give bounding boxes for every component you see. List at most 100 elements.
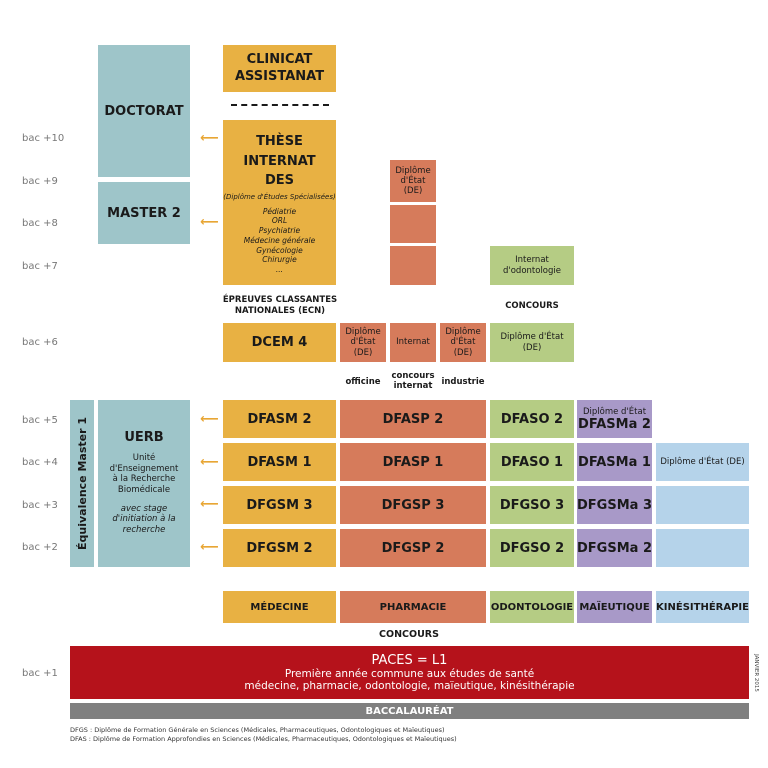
des-line: DES (264, 173, 295, 188)
paces-line2: médecine, pharmacie, odontologie, maïeut… (244, 680, 575, 692)
specialite-item: ORL (271, 216, 288, 226)
arrow-left-icon: ⟵ (200, 455, 219, 470)
kine-de-box: Diplôme d'État (DE) (656, 443, 749, 481)
dfasm2-label: DFASM 2 (247, 411, 312, 427)
dfgsm2-label: DFGSM 2 (246, 540, 313, 556)
dfasma2-label: DFASMa 2 (578, 416, 651, 432)
filiere-medecine-label: MÉDECINE (250, 601, 309, 613)
filiere-maieutique: MAÏEUTIQUE (577, 591, 652, 623)
dfgsm2-box: DFGSM 2 (223, 529, 336, 567)
dfgsp2-label: DFGSP 2 (381, 540, 445, 556)
dfgso2-label: DFGSO 2 (499, 540, 565, 556)
kine-year-block (656, 529, 749, 567)
bac-label-4: bac +4 (22, 457, 58, 468)
equivalence-master1-box: Équivalence Master 1 (70, 400, 94, 567)
baccalaureat-bar: BACCALAURÉAT (70, 703, 749, 719)
pharma-de-top-box: Diplôme d'État (DE) (390, 160, 436, 202)
paces-title: PACES = L1 (371, 653, 448, 668)
pharma-internat-block (390, 205, 436, 243)
pharma-internat-block (390, 246, 436, 285)
arrow-left-icon: ⟵ (200, 215, 219, 230)
specialite-item: Médecine générale (243, 235, 316, 245)
footnote-dfgs: DFGS : Diplôme de Formation Générale en … (70, 726, 445, 734)
specialites-list: Pédiatrie ORL Psychiatrie Médecine génér… (244, 207, 316, 275)
paces-box: PACES = L1 Première année commune aux ét… (70, 646, 749, 699)
filiere-maieutique-label: MAÏEUTIQUE (579, 601, 650, 613)
concours-internat-label: concours internat (391, 371, 435, 392)
bac-label-1: bac +1 (22, 668, 58, 679)
these-box: THÈSE INTERNAT DES (Diplôme d'Études Spé… (223, 120, 336, 285)
industrie-de-box: Diplôme d'État (DE) (440, 323, 486, 362)
odonto-de-label: Diplôme d'État (DE) (500, 332, 564, 353)
dfgsm3-box: DFGSM 3 (223, 486, 336, 524)
internat-odonto-label: Internat d'odontologie (503, 255, 561, 276)
arrow-left-icon: ⟵ (200, 412, 219, 427)
ecn-label: ÉPREUVES CLASSANTES NATIONALES (ECN) (222, 295, 338, 317)
industrie-label: industrie (441, 377, 485, 387)
dfaso1-box: DFASO 1 (490, 443, 574, 481)
bac-label-2: bac +2 (22, 542, 58, 553)
dfasp2-box: DFASP 2 (340, 400, 486, 438)
officine-de-label: Diplôme d'État (DE) (345, 327, 381, 358)
dfgso3-label: DFGSO 3 (499, 497, 565, 513)
industrie-de-label: Diplôme d'État (DE) (445, 327, 481, 358)
specialite-item: Gynécologie (256, 245, 303, 255)
dfaso2-label: DFASO 2 (500, 411, 564, 427)
dfasma1-label: DFASMa 1 (578, 454, 651, 470)
filiere-kinesitherapie-label: KINÉSITHÉRAPIE (656, 601, 749, 613)
dfgsma3-box: DFGSMa 3 (577, 486, 652, 524)
footnote-dfas: DFAS : Diplôme de Formation Approfondies… (70, 735, 457, 744)
equivalence-master1-label: Équivalence Master 1 (75, 417, 89, 550)
uerb-box: UERB Unité d'Enseignement à la Recherche… (98, 400, 190, 567)
uerb-description: Unité d'Enseignement à la Recherche Biom… (109, 453, 179, 495)
internat-box: Internat (390, 323, 436, 362)
clinicat-label: CLINICAT ASSISTANAT (234, 52, 325, 84)
specialite-item: Psychiatrie (258, 226, 301, 235)
uerb-title: UERB (124, 430, 164, 445)
specialite-item: ... (275, 265, 284, 274)
dfasm1-box: DFASM 1 (223, 443, 336, 481)
officine-de-box: Diplôme d'État (DE) (340, 323, 386, 362)
dcem4-box: DCEM 4 (223, 323, 336, 362)
clinicat-box: CLINICAT ASSISTANAT (223, 45, 336, 92)
dfgsma2-label: DFGSMa 2 (577, 540, 652, 556)
internat-line: INTERNAT (243, 153, 316, 169)
kine-de-label: Diplôme d'État (DE) (660, 457, 745, 467)
dfgso3-box: DFGSO 3 (490, 486, 574, 524)
dfasm2-box: DFASM 2 (223, 400, 336, 438)
filiere-odontologie-label: ODONTOLOGIE (490, 601, 574, 613)
dfgsma2-box: DFGSMa 2 (577, 529, 652, 567)
filiere-pharmacie-label: PHARMACIE (379, 601, 447, 613)
arrow-left-icon: ⟵ (200, 131, 219, 146)
odonto-de-box: Diplôme d'État (DE) (490, 323, 574, 362)
filiere-medecine: MÉDECINE (223, 591, 336, 623)
dfasm1-label: DFASM 1 (247, 454, 312, 470)
these-title: THÈSE INTERNAT DES (243, 132, 315, 191)
internat-odonto-box: Internat d'odontologie (490, 246, 574, 285)
master2-label: MASTER 2 (107, 205, 181, 221)
kine-year-block (656, 486, 749, 524)
dfgsm3-label: DFGSM 3 (246, 497, 313, 513)
baccalaureat-label: BACCALAURÉAT (365, 705, 454, 717)
bac-label-8: bac +8 (22, 218, 58, 229)
dcem4-label: DCEM 4 (251, 335, 308, 350)
des-subtitle: (Diplôme d'Études Spécialisées) (223, 192, 336, 201)
uerb-stage: avec stage d'initiation à la recherche (112, 503, 176, 535)
dfasp1-label: DFASP 1 (382, 454, 444, 470)
maieut-de-label: Diplôme d'État (582, 406, 647, 417)
dfgsp2-box: DFGSP 2 (340, 529, 486, 567)
arrow-left-icon: ⟵ (200, 540, 219, 555)
dfgsp3-box: DFGSP 3 (340, 486, 486, 524)
dfasp2-label: DFASP 2 (382, 411, 444, 427)
bac-label-3: bac +3 (22, 500, 58, 511)
arrow-left-icon: ⟵ (200, 497, 219, 512)
dfaso1-label: DFASO 1 (500, 454, 564, 470)
date-label: JANVIER 2015 (753, 654, 759, 692)
concours-odonto-label: CONCOURS (505, 301, 559, 311)
doctorat-label: DOCTORAT (104, 103, 184, 119)
bac-label-9: bac +9 (22, 176, 58, 187)
concours-label: CONCOURS (379, 629, 439, 640)
bac-label-5: bac +5 (22, 415, 58, 426)
dfgso2-box: DFGSO 2 (490, 529, 574, 567)
officine-label: officine (345, 377, 381, 387)
